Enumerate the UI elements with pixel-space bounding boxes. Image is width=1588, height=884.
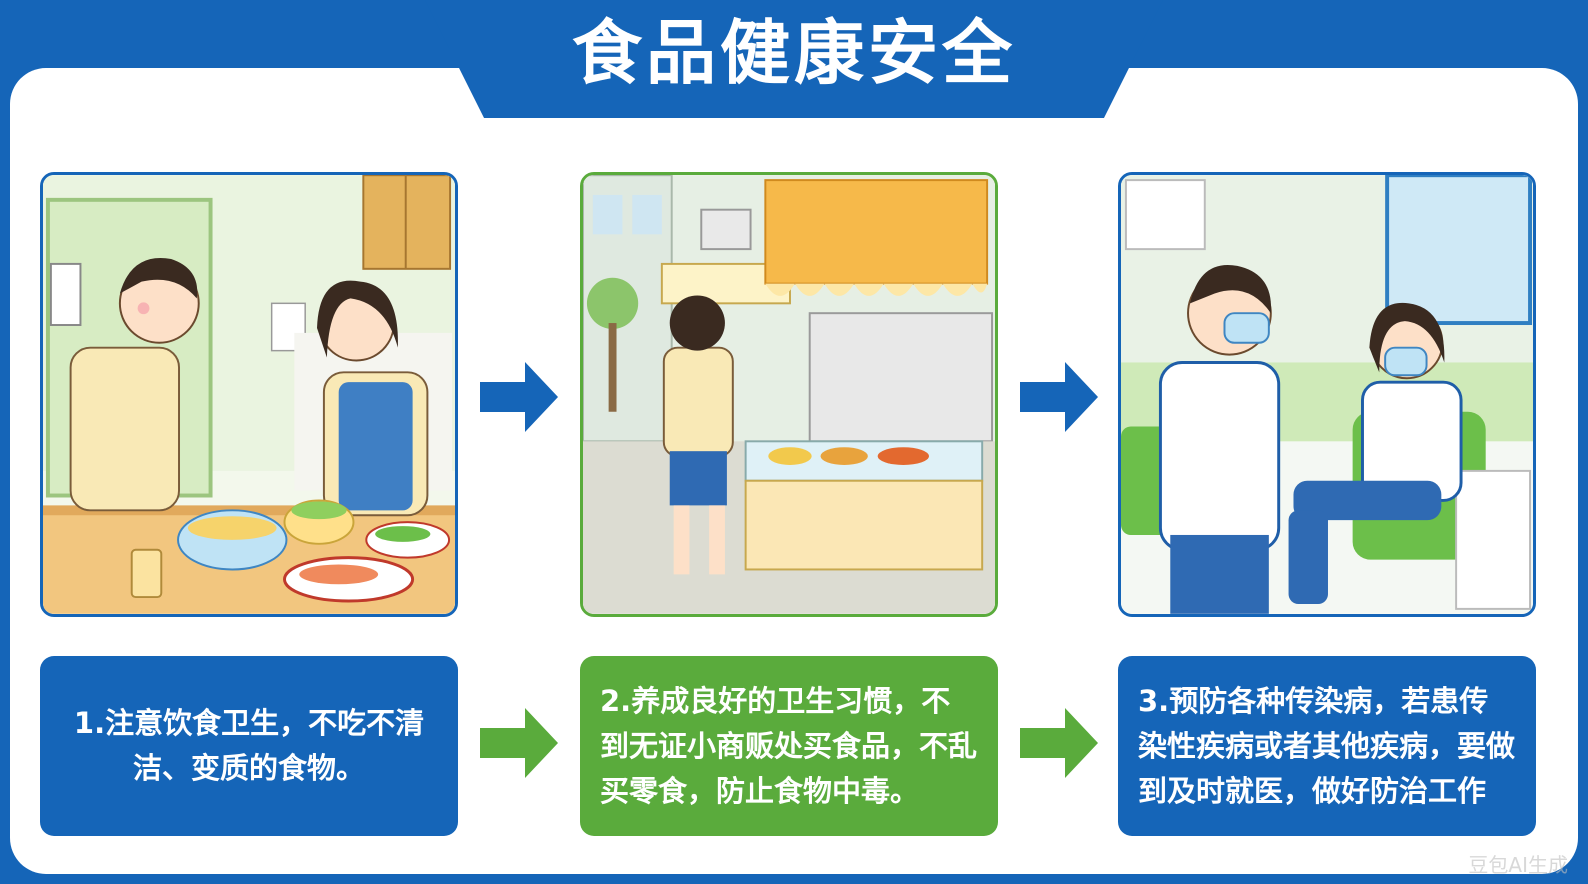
street-vendor-scene-illustration xyxy=(583,175,995,614)
step-card-3: 3.预防各种传染病，若患传染性疾病或者其他疾病，要做到及时就医，做好防治工作 xyxy=(1118,656,1536,836)
handwashing-scene-illustration xyxy=(43,175,455,614)
doctor-visit-scene-illustration xyxy=(1121,175,1533,614)
step-text-3: 3.预防各种传染病，若患传染性疾病或者其他疾病，要做到及时就医，做好防治工作 xyxy=(1138,683,1516,808)
scene-street-vendor xyxy=(580,172,998,617)
step-card-1: 1.注意饮食卫生，不吃不清洁、变质的食物。 xyxy=(40,656,458,836)
scene-handwashing xyxy=(40,172,458,617)
scene-doctor-visit xyxy=(1118,172,1536,617)
watermark: 豆包AI生成 xyxy=(1468,853,1568,877)
arrow-right-icon xyxy=(480,362,558,432)
step-text-1: 1.注意饮食卫生，不吃不清洁、变质的食物。 xyxy=(73,706,425,785)
arrow-right-icon xyxy=(1020,708,1098,778)
title-tab xyxy=(425,0,1163,118)
step-card-2: 2.养成良好的卫生习惯，不到无证小商贩处买食品，不乱买零食，防止食物中毒。 xyxy=(580,656,998,836)
page-title: 食品健康安全 xyxy=(572,12,1016,94)
arrow-right-icon xyxy=(1020,362,1098,432)
step-text-2: 2.养成良好的卫生习惯，不到无证小商贩处买食品，不乱买零食，防止食物中毒。 xyxy=(600,683,978,808)
arrow-right-icon xyxy=(480,708,558,778)
